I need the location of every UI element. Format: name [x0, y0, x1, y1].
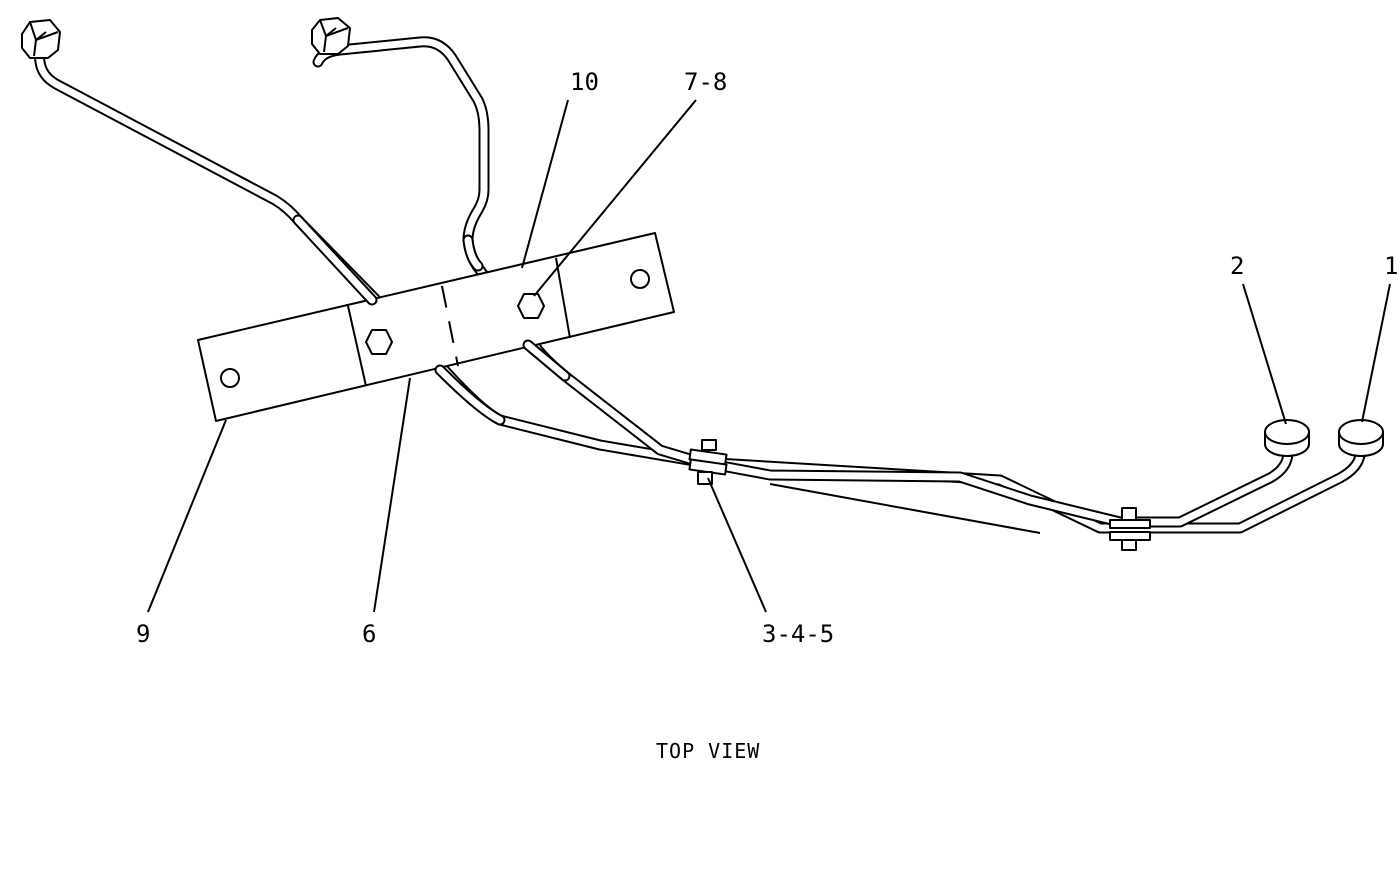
bracket-hole [220, 368, 240, 388]
tube-clamp-left [688, 439, 728, 485]
callout-9: 9 [136, 620, 150, 648]
hex-bolt [365, 329, 393, 355]
left-tube-nut-2 [311, 17, 351, 55]
bracket-bend-line [555, 257, 571, 339]
bracket-bend-line [347, 305, 367, 387]
leader-lines [147, 99, 1391, 613]
tube-clamp-right [1109, 507, 1151, 551]
fitting-1 [1338, 419, 1384, 457]
fitting-2 [1264, 419, 1310, 457]
callout-2: 2 [1230, 252, 1244, 280]
hex-bolt [517, 293, 545, 319]
leader-3-4-5 [707, 477, 767, 613]
view-title: TOP VIEW [656, 739, 760, 763]
leader-7-8 [533, 99, 697, 297]
leader-10 [521, 99, 569, 269]
leader-6 [373, 377, 411, 613]
tube-edge-line [769, 483, 1041, 534]
fuel-tube-b [312, 36, 1294, 528]
leader-9 [147, 419, 227, 613]
left-tube-nut-1 [21, 19, 61, 59]
mounting-bracket [197, 214, 675, 426]
callout-3-4-5: 3-4-5 [762, 620, 834, 648]
callout-7-8: 7-8 [684, 68, 727, 96]
callout-10: 10 [570, 68, 599, 96]
leader-1 [1361, 283, 1391, 423]
callout-1: 1 [1384, 252, 1398, 280]
bracket-hidden-line [441, 285, 459, 367]
callout-6: 6 [362, 620, 376, 648]
bracket-hole [630, 269, 650, 289]
leader-2 [1242, 283, 1287, 425]
